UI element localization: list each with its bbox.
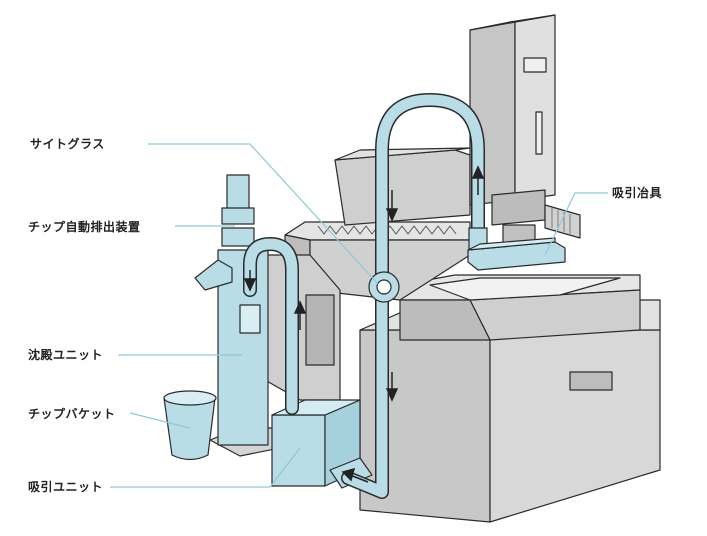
leader-lines [110, 143, 608, 488]
work-tank-front [399, 299, 491, 341]
head-ribs [544, 204, 581, 239]
chip-bucket-group [163, 390, 217, 461]
chip-bucket-rim [163, 390, 217, 406]
discharge-chute [194, 259, 233, 291]
label-settling-unit: 沈殿ユニット [28, 348, 104, 362]
discharge-clamp [221, 207, 255, 225]
jig-plate-top [467, 237, 556, 251]
arrow-down-lower-icon [385, 372, 399, 402]
label-suction-unit: 吸引ユニット [28, 480, 104, 494]
leader-suction-unit [110, 447, 301, 488]
arrow-down-main-icon [385, 190, 399, 222]
column-top [469, 14, 556, 31]
label-chip-bucket: チップバケット [28, 407, 116, 421]
chip-bucket [163, 397, 216, 461]
head-rib-lines [551, 208, 571, 234]
label-sight-glass: サイトグラス [30, 137, 105, 151]
settling-tank-window [239, 304, 261, 334]
return-pipe [244, 238, 298, 414]
sight-glass [368, 271, 400, 303]
machine-body [249, 14, 661, 523]
leader-sight-glass [148, 143, 379, 285]
column-slot [535, 111, 543, 155]
head-block [491, 189, 546, 226]
label-suction-jig: 吸引冶具 [612, 186, 663, 200]
leader-suction-jig [544, 192, 608, 256]
arrow-up-column-icon [471, 165, 485, 195]
settling-unit-group [194, 174, 321, 457]
arrow-up-return-icon [293, 300, 307, 330]
lower-block-slot [305, 294, 335, 366]
main-pipe [342, 94, 484, 498]
work-table [429, 277, 621, 301]
discharge-clamp-lower [221, 227, 255, 247]
label-chip-discharge: チップ自動排出装置 [28, 220, 141, 234]
suction-jig [467, 227, 566, 271]
sight-glass-inner [376, 279, 392, 295]
base-cabinet-handle [569, 371, 613, 391]
arrow-into-unit-icon [341, 467, 369, 483]
column-side [514, 14, 556, 201]
column-base [334, 149, 471, 226]
column-window [523, 57, 547, 73]
piping [243, 93, 485, 499]
base-cabinet-side [489, 329, 661, 523]
discharge-column [226, 174, 250, 211]
arrow-down-return-icon [243, 270, 257, 292]
flow-arrows [243, 165, 485, 483]
leader-chip-bucket [129, 412, 191, 429]
